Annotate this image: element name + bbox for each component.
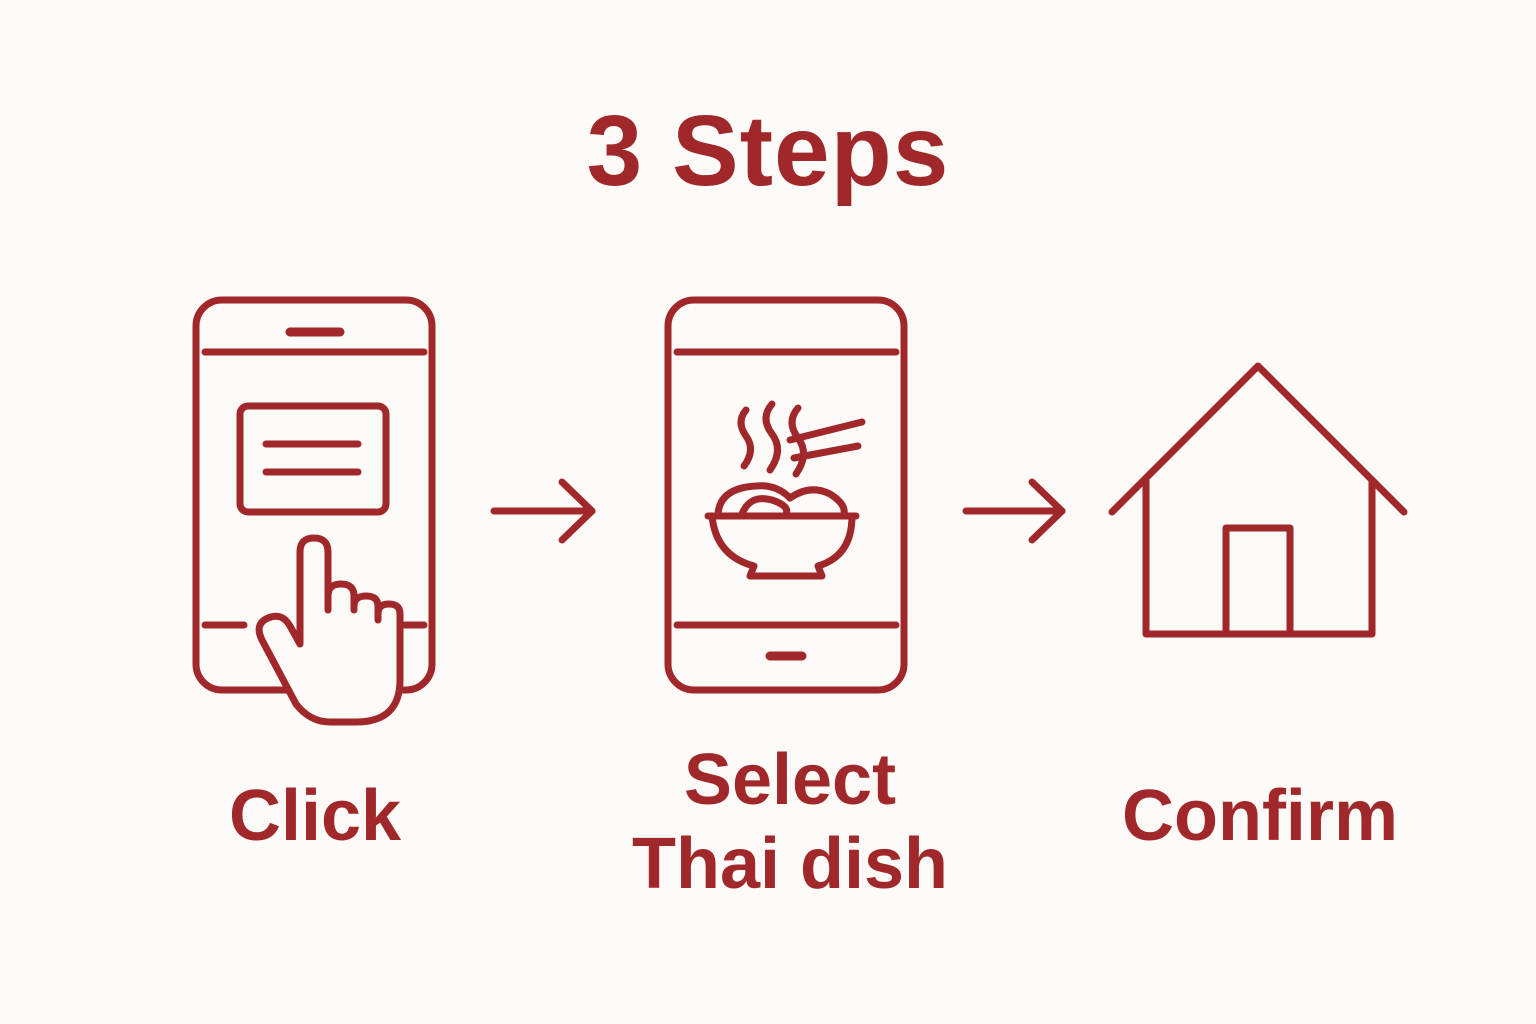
step-label-line: Confirm — [1122, 776, 1398, 856]
step-label-confirm: Confirm — [1090, 774, 1430, 858]
step-label-click: Click — [190, 774, 440, 858]
arrow-right-icon — [960, 476, 1076, 546]
step-label-line: Click — [228, 776, 402, 856]
step-label-select-thai-dish: Select Thai dish — [600, 738, 980, 906]
phone-tap-icon — [190, 294, 450, 734]
arrow-right-icon — [488, 476, 604, 546]
house-icon — [1104, 356, 1414, 642]
phone-noodle-bowl-icon — [662, 294, 916, 698]
step-label-line: Thai dish — [631, 824, 949, 904]
step-label-line: Select — [683, 740, 897, 820]
page-title: 3 Steps — [586, 95, 950, 207]
